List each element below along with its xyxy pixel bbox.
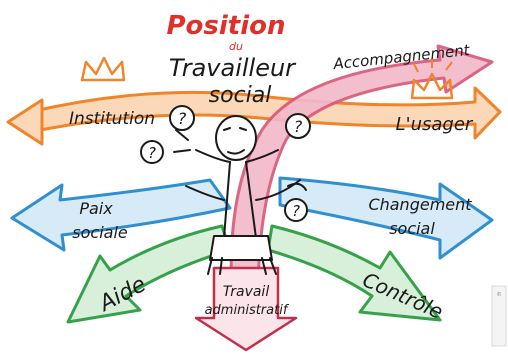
label-administratif: administratif — [205, 303, 290, 318]
svg-text:?: ? — [294, 117, 303, 136]
credit-mark: © — [492, 286, 506, 346]
title-position: Position — [166, 11, 285, 41]
label-social: social — [389, 219, 435, 238]
crown-icon-left — [82, 58, 124, 80]
label-sociale: sociale — [72, 223, 128, 242]
label-usager: L'usager — [396, 114, 474, 135]
svg-text:?: ? — [178, 109, 187, 128]
svg-text:?: ? — [148, 144, 156, 162]
question-bubble-4: ? — [285, 199, 307, 221]
label-institution: Institution — [69, 109, 155, 129]
svg-text:©: © — [497, 291, 502, 298]
question-bubble-2: ? — [286, 114, 310, 138]
label-changement: Changement — [368, 195, 472, 214]
label-travail: Travail — [223, 284, 270, 300]
label-paix: Paix — [79, 199, 113, 218]
title-social: social — [209, 83, 272, 108]
title-du: du — [229, 40, 243, 53]
question-bubble-3: ? — [141, 141, 163, 163]
question-bubble-1: ? — [170, 106, 194, 130]
svg-text:?: ? — [292, 202, 300, 220]
title-travailleur: Travailleur — [169, 54, 297, 82]
